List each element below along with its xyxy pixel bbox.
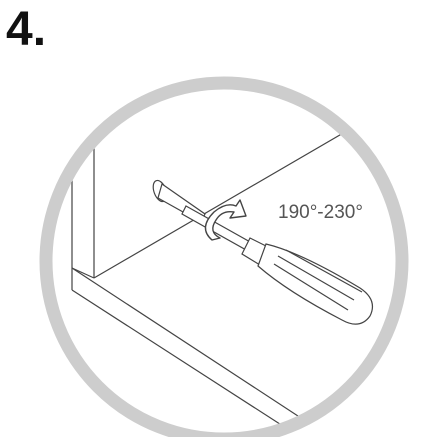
cabinet-shelf-front-edge-bottom (71, 289, 301, 437)
cabinet-shelf-front-edge-top (71, 267, 331, 437)
rotation-angle-label: 190°-230° (278, 202, 363, 223)
screwdriver-handle (257, 243, 373, 325)
step-number: 4. (6, 3, 47, 56)
handle-groove-1 (277, 255, 355, 301)
handle-groove-2 (273, 263, 349, 311)
curved-arrow-icon (204, 199, 247, 241)
highlight-circle-frame (39, 76, 409, 437)
handle-groove-3 (285, 249, 363, 293)
cabinet-shelf-corner (71, 267, 95, 279)
screwdriver-icon (181, 205, 373, 325)
